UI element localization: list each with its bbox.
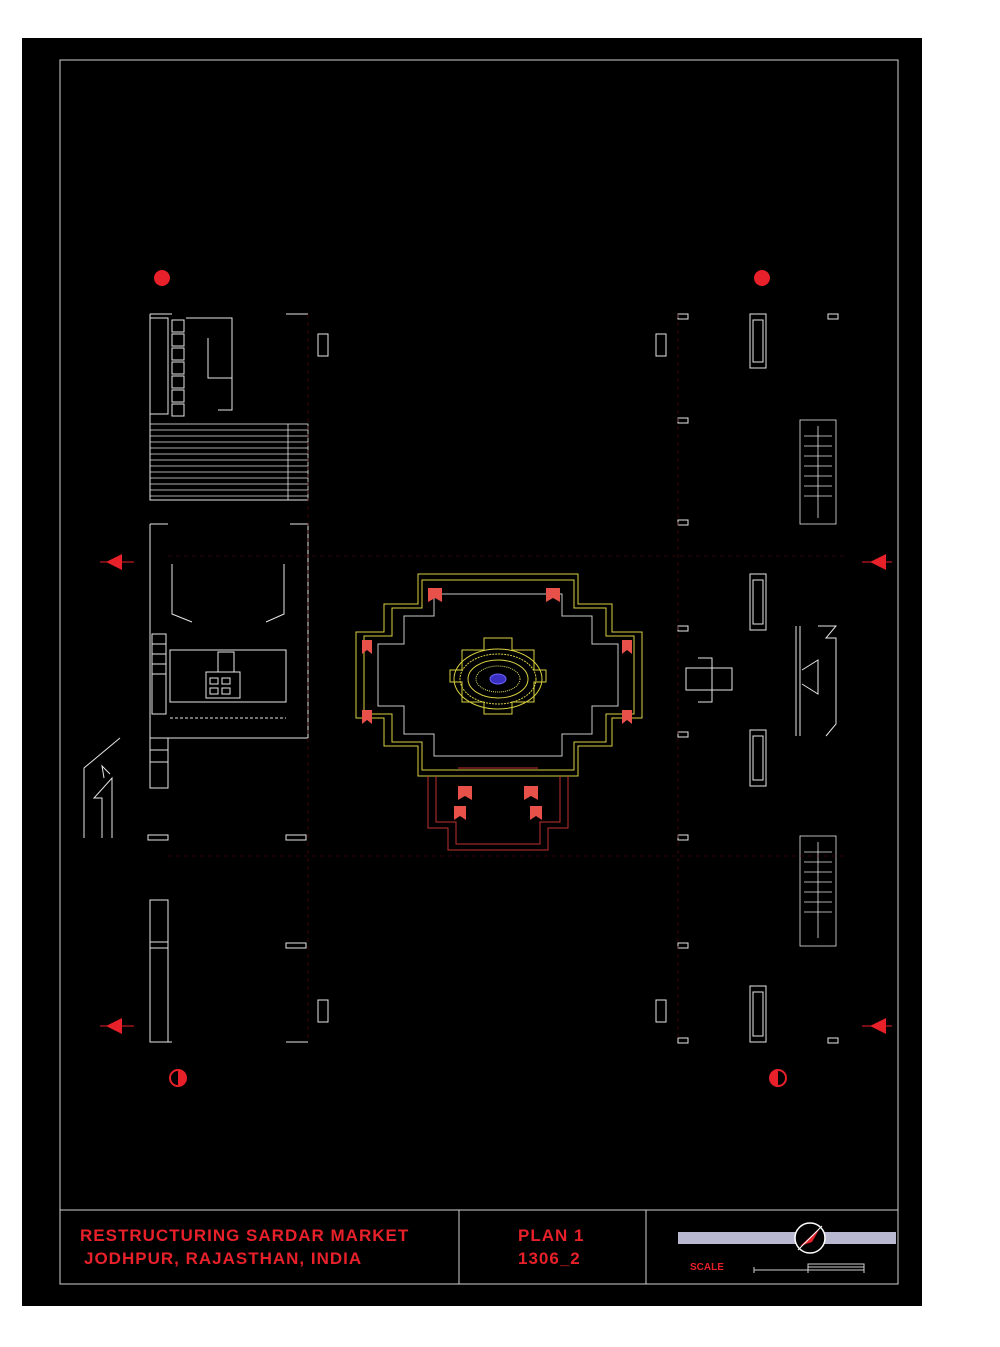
left-wing	[83, 313, 329, 1043]
plan-code: 1306_2	[518, 1249, 581, 1268]
project-title-line1: RESTRUCTURING SARDAR MARKET	[80, 1226, 410, 1245]
drawing-sheet: RESTRUCTURING SARDAR MARKET JODHPUR, RAJ…	[22, 38, 922, 1306]
central-tower	[355, 573, 643, 851]
right-stair-upper	[799, 419, 837, 525]
main-stair	[149, 423, 309, 501]
right-wing	[655, 313, 839, 1044]
scale-bar-band	[678, 1232, 896, 1244]
entry-arrow-icon	[83, 737, 121, 838]
graphic-scale	[753, 1263, 865, 1273]
sheet-border	[59, 59, 899, 1285]
right-stair-lower	[799, 835, 837, 947]
dome	[453, 648, 543, 710]
project-title-line2: JODHPUR, RAJASTHAN, INDIA	[84, 1249, 363, 1268]
floor-plan-drawing	[59, 59, 899, 1285]
toilet-cells	[171, 319, 185, 417]
plan-label: PLAN 1	[518, 1226, 585, 1245]
title-block	[60, 1209, 898, 1284]
scale-label: SCALE	[690, 1262, 724, 1273]
north-arrow-icon	[794, 1222, 826, 1254]
grid-lines	[168, 314, 846, 1042]
section-marker-icon	[100, 270, 892, 1087]
